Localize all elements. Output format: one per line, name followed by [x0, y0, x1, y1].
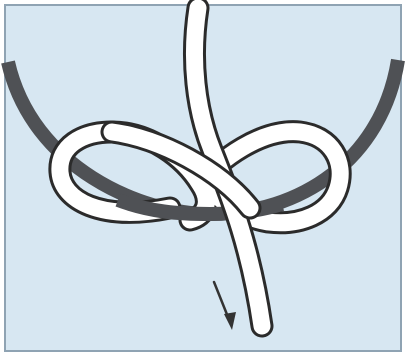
knot-diagram [0, 0, 406, 356]
knot-illustration [0, 0, 406, 356]
